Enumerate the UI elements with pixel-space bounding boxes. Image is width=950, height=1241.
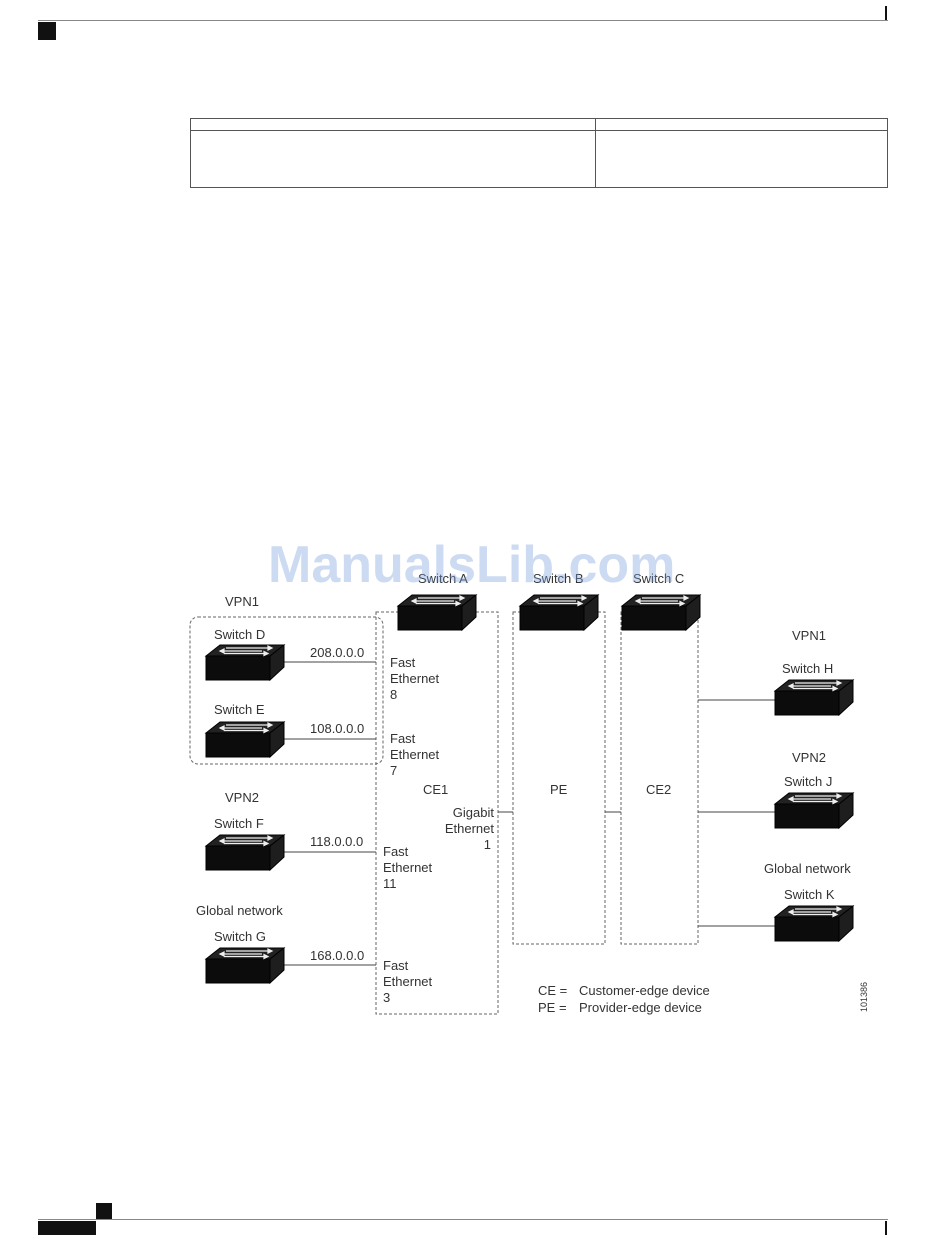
- net-address-d: 208.0.0.0: [310, 645, 364, 660]
- port-label-fast: Fast: [383, 844, 409, 859]
- table-right-border: [887, 119, 888, 187]
- switch-a-label: Switch A: [418, 571, 468, 586]
- pe-label: PE: [550, 782, 568, 797]
- gigabit-ethernet-label: Ethernet: [445, 821, 495, 836]
- table-left-border: [190, 119, 191, 187]
- net-address-g: 168.0.0.0: [310, 948, 364, 963]
- global-network-right-label: Global network: [764, 861, 851, 876]
- gigabit-label: Gigabit: [453, 805, 495, 820]
- switch-h-label: Switch H: [782, 661, 833, 676]
- ce2-box: [620, 611, 699, 945]
- switch-b-icon: [519, 594, 599, 631]
- header-rule: [38, 20, 888, 21]
- empty-table: [190, 118, 888, 188]
- port-label-number: 7: [390, 763, 397, 778]
- port-label-ethernet: Ethernet: [383, 860, 433, 875]
- legend-ce-desc: Customer-edge device: [579, 983, 710, 998]
- vpn2-left-label: VPN2: [225, 790, 259, 805]
- switch-k-icon: [774, 905, 854, 942]
- port-label-number: 3: [383, 990, 390, 1005]
- port-label-fast: Fast: [390, 655, 416, 670]
- vpn2-right-label: VPN2: [792, 750, 826, 765]
- ce1-label: CE1: [423, 782, 448, 797]
- switch-k-label: Switch K: [784, 887, 835, 902]
- gigabit-port-number: 1: [484, 837, 491, 852]
- footer-bar: [38, 1221, 96, 1235]
- pe-box: [512, 611, 606, 945]
- switch-b-label: Switch B: [533, 571, 584, 586]
- switch-c-icon: [621, 594, 701, 631]
- legend-pe-abbr: PE =: [538, 1000, 567, 1015]
- ce2-label: CE2: [646, 782, 671, 797]
- switch-h-icon: [774, 679, 854, 716]
- switch-f-icon: [205, 834, 285, 871]
- switch-d-label: Switch D: [214, 627, 265, 642]
- footer-tick: [885, 1221, 887, 1235]
- net-address-f: 118.0.0.0: [310, 834, 363, 849]
- header-marker-square: [38, 22, 56, 40]
- switch-d-icon: [205, 644, 285, 681]
- vpn1-left-label: VPN1: [225, 594, 259, 609]
- switch-c-label: Switch C: [633, 571, 684, 586]
- footer-rule: [38, 1219, 888, 1220]
- legend-pe-desc: Provider-edge device: [579, 1000, 702, 1015]
- switch-g-icon: [205, 947, 285, 984]
- table-column-divider: [595, 119, 596, 187]
- header-tick: [885, 6, 887, 20]
- legend-ce-abbr: CE =: [538, 983, 567, 998]
- global-network-left-label: Global network: [196, 903, 283, 918]
- footer-marker-square: [96, 1203, 112, 1219]
- table-header-rule: [190, 130, 888, 131]
- port-label-fast: Fast: [390, 731, 416, 746]
- port-label-ethernet: Ethernet: [390, 671, 440, 686]
- switch-g-label: Switch G: [214, 929, 266, 944]
- watermark: ManualsLib.com: [268, 536, 676, 594]
- switch-j-label: Switch J: [784, 774, 832, 789]
- switch-e-icon: [205, 721, 285, 758]
- figure-id: 101386: [859, 982, 869, 1012]
- port-label-number: 11: [383, 876, 397, 891]
- switch-e-label: Switch E: [214, 702, 265, 717]
- port-label-number: 8: [390, 687, 397, 702]
- port-label-fast: Fast: [383, 958, 409, 973]
- switch-f-label: Switch F: [214, 816, 264, 831]
- port-label-ethernet: Ethernet: [390, 747, 440, 762]
- switch-j-icon: [774, 792, 854, 829]
- switch-a-icon: [397, 594, 477, 631]
- vpn1-group-box: [189, 616, 384, 765]
- net-address-e: 108.0.0.0: [310, 721, 364, 736]
- port-label-ethernet: Ethernet: [383, 974, 433, 989]
- vpn1-right-label: VPN1: [792, 628, 826, 643]
